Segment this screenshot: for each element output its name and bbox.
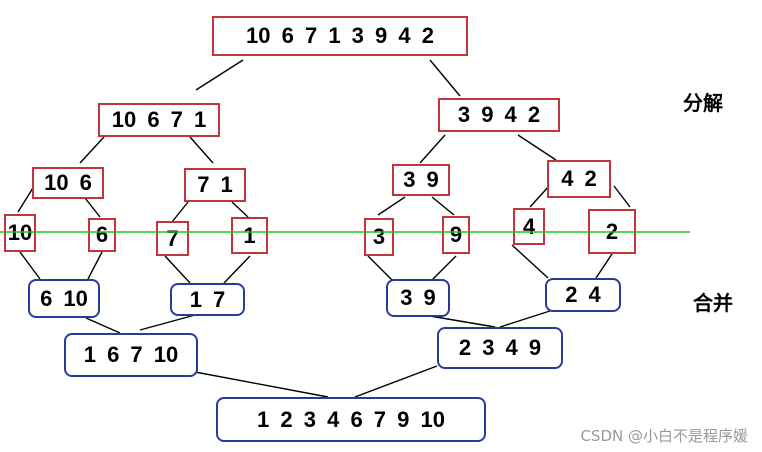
connector — [431, 255, 457, 281]
split-right-left-box: 3 9 — [392, 164, 450, 196]
connector — [223, 255, 251, 284]
split-right-right-box: 4 2 — [547, 160, 611, 198]
merge-label: 合并 — [693, 291, 733, 315]
connector — [431, 196, 455, 216]
merge-pair-box: 3 9 — [386, 279, 450, 317]
connector — [595, 253, 613, 279]
split-left-left-box: 10 6 — [32, 167, 104, 199]
connector — [511, 244, 549, 279]
connector — [85, 317, 121, 334]
split-right-box: 3 9 4 2 — [438, 98, 560, 132]
split-label: 分解 — [683, 91, 723, 115]
watermark: CSDN @小白不是程序媛 — [580, 427, 748, 445]
connector — [613, 185, 631, 208]
connector — [189, 136, 214, 164]
connector — [419, 134, 446, 164]
connector — [19, 251, 41, 280]
leaf-box: 3 — [364, 218, 394, 256]
connector — [499, 309, 554, 328]
merge-pair-box: 6 10 — [28, 279, 100, 318]
merge-half-box: 1 6 7 10 — [64, 333, 198, 377]
connector — [429, 59, 461, 97]
connector — [87, 251, 103, 280]
merge-half-box: 2 3 4 9 — [437, 327, 563, 369]
connector — [517, 134, 557, 161]
split-left-right-box: 7 1 — [184, 168, 246, 202]
connector — [164, 255, 191, 284]
leaf-box: 1 — [231, 217, 268, 254]
split-root-box: 10 6 7 1 3 9 4 2 — [212, 16, 468, 56]
connector — [529, 184, 551, 208]
leaf-box: 6 — [88, 218, 116, 252]
connector — [139, 314, 196, 331]
connector — [367, 255, 393, 281]
leaf-box: 9 — [442, 216, 470, 254]
connector — [195, 59, 244, 91]
merge-pair-box: 2 4 — [545, 278, 621, 312]
connector — [84, 197, 101, 218]
leaf-box: 2 — [588, 209, 636, 254]
connector — [354, 365, 438, 398]
merge-pair-box: 1 7 — [170, 283, 245, 316]
connector — [231, 201, 249, 218]
merge-result-box: 1 2 3 4 6 7 9 10 — [216, 397, 486, 442]
leaf-box: 7 — [156, 221, 189, 256]
split-left-box: 10 6 7 1 — [98, 103, 220, 137]
leaf-box: 10 — [4, 214, 36, 252]
leaf-box: 4 — [513, 208, 545, 245]
connector — [194, 371, 329, 398]
connector — [377, 196, 406, 216]
connector — [171, 201, 189, 223]
connector — [79, 136, 105, 164]
